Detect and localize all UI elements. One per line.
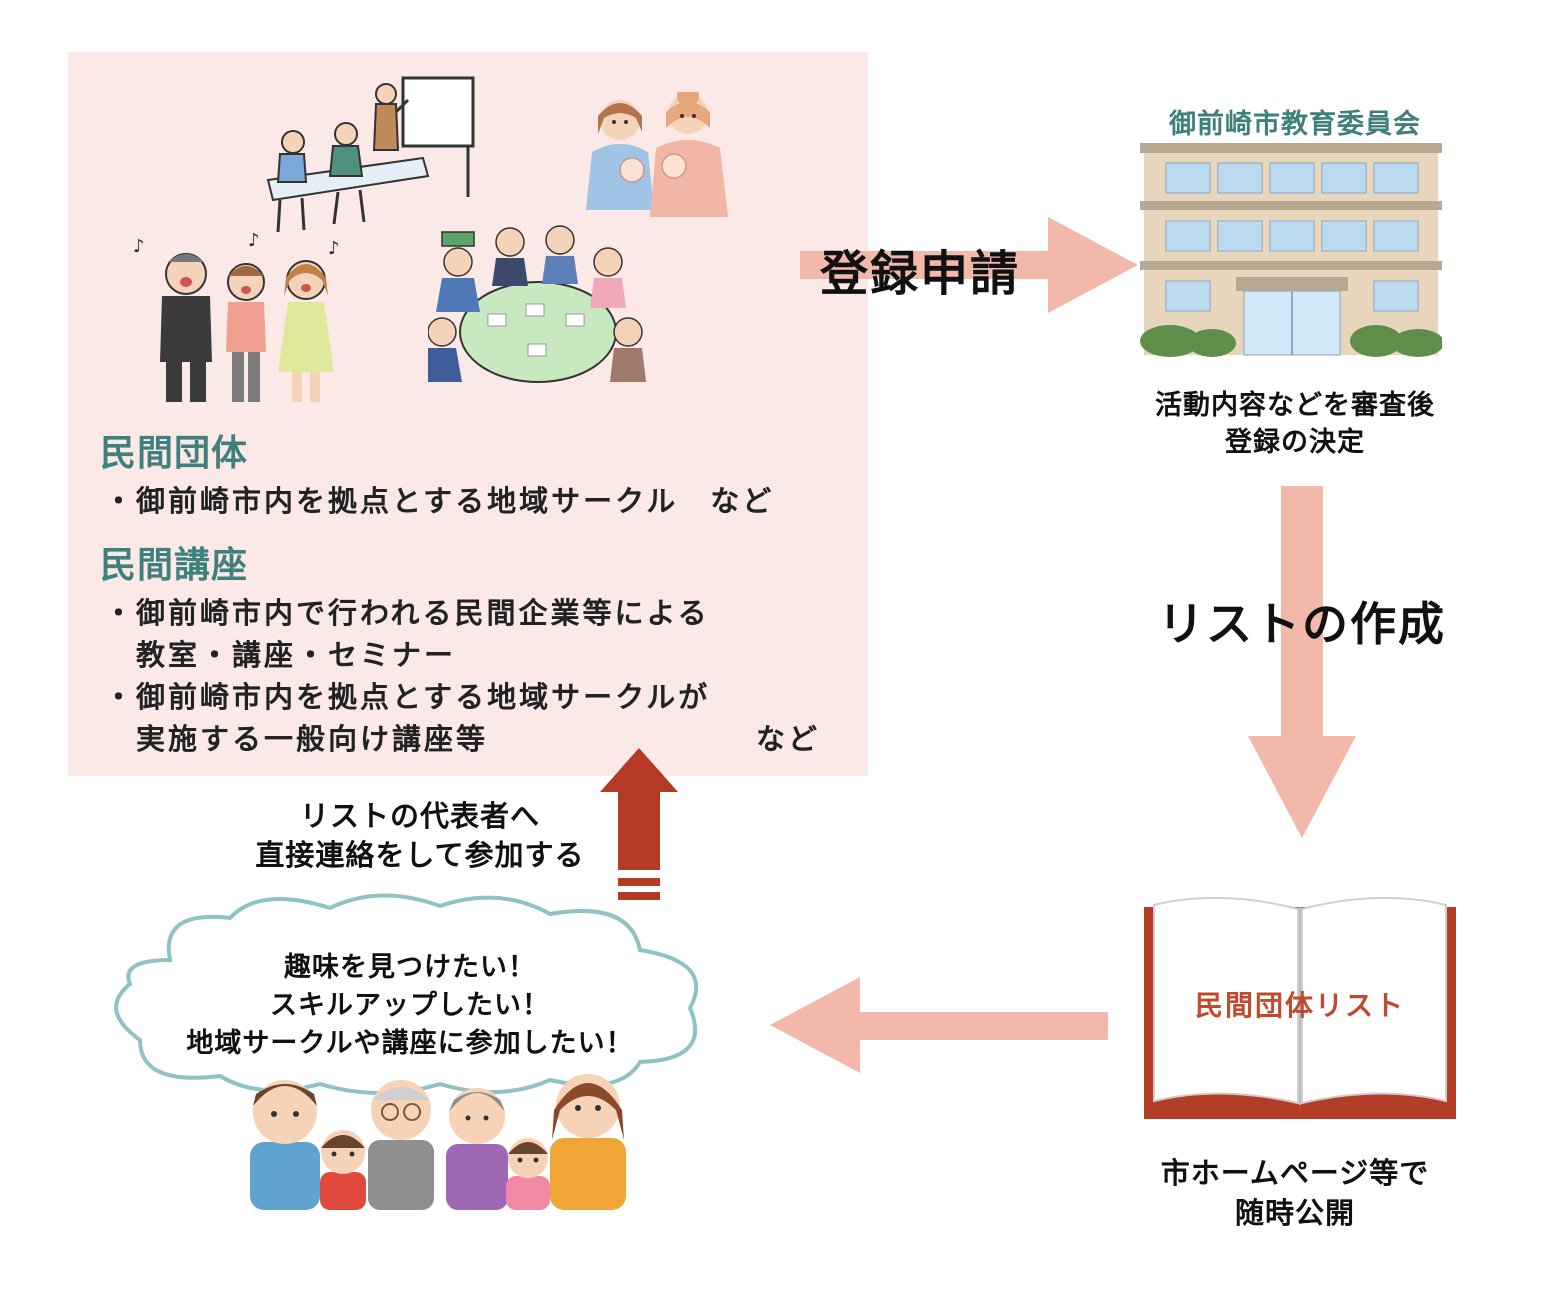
cloud-line-3: 地域サークルや講座に参加したい！ xyxy=(186,1028,634,1059)
thought-cloud xyxy=(114,893,699,1095)
courses-item-2-line-1: ・御前崎市内を拠点とする地域サークルが xyxy=(104,680,711,714)
register-label: 登録申請 xyxy=(820,246,1021,302)
contact-line-1: リストの代表者へ xyxy=(299,799,540,833)
list-creation-arrow-icon xyxy=(1248,486,1356,838)
svg-text:♪: ♪ xyxy=(328,238,340,259)
section-heading-groups: 民間団体 xyxy=(100,433,249,474)
meeting-table-illustration xyxy=(428,225,646,383)
organization-panel: ♪ ♪ ♪ xyxy=(68,52,868,776)
book-caption-line-1: 市ホームページ等で xyxy=(1160,1156,1430,1190)
groups-item: ・御前崎市内を拠点とする地域サークル など xyxy=(104,484,775,518)
office-caption-line-1: 活動内容などを審査後 xyxy=(1155,390,1435,421)
publish-arrow-icon xyxy=(770,977,1108,1073)
book-caption-line-2: 随時公開 xyxy=(1234,1196,1355,1230)
office-caption-line-2: 登録の決定 xyxy=(1225,427,1365,458)
singing-people-illustration: ♪ ♪ ♪ xyxy=(133,232,340,402)
register-arrow-icon xyxy=(800,217,1138,313)
office-name: 御前崎市教育委員会 xyxy=(1169,109,1421,140)
courses-item-1-line-2: 教室・講座・セミナー xyxy=(104,638,457,672)
mothers-with-babies-illustration xyxy=(586,92,728,217)
open-book-illustration xyxy=(1144,896,1456,1119)
svg-text:♪: ♪ xyxy=(133,236,145,257)
courses-item-1-line-1: ・御前崎市内で行われる民間企業等による xyxy=(104,596,710,630)
contact-arrow-icon xyxy=(600,748,678,900)
seminar-people-illustration xyxy=(266,76,475,233)
courses-item-2-line-2: 実施する一般向け講座等 xyxy=(104,722,489,756)
cloud-line-1: 趣味を見つけたい！ xyxy=(284,952,536,983)
section-heading-courses: 民間講座 xyxy=(100,545,249,586)
list-creation-label: リストの作成 xyxy=(1158,597,1446,651)
svg-text:♪: ♪ xyxy=(248,232,260,251)
contact-line-2: 直接連絡をして参加する xyxy=(255,838,585,872)
cloud-line-2: スキルアップしたい！ xyxy=(270,990,550,1021)
book-title: 民間団体リスト xyxy=(1194,989,1405,1022)
courses-item-2-suffix: など xyxy=(756,722,821,756)
office-building-illustration xyxy=(1140,143,1442,357)
family-group-illustration xyxy=(250,1074,626,1210)
